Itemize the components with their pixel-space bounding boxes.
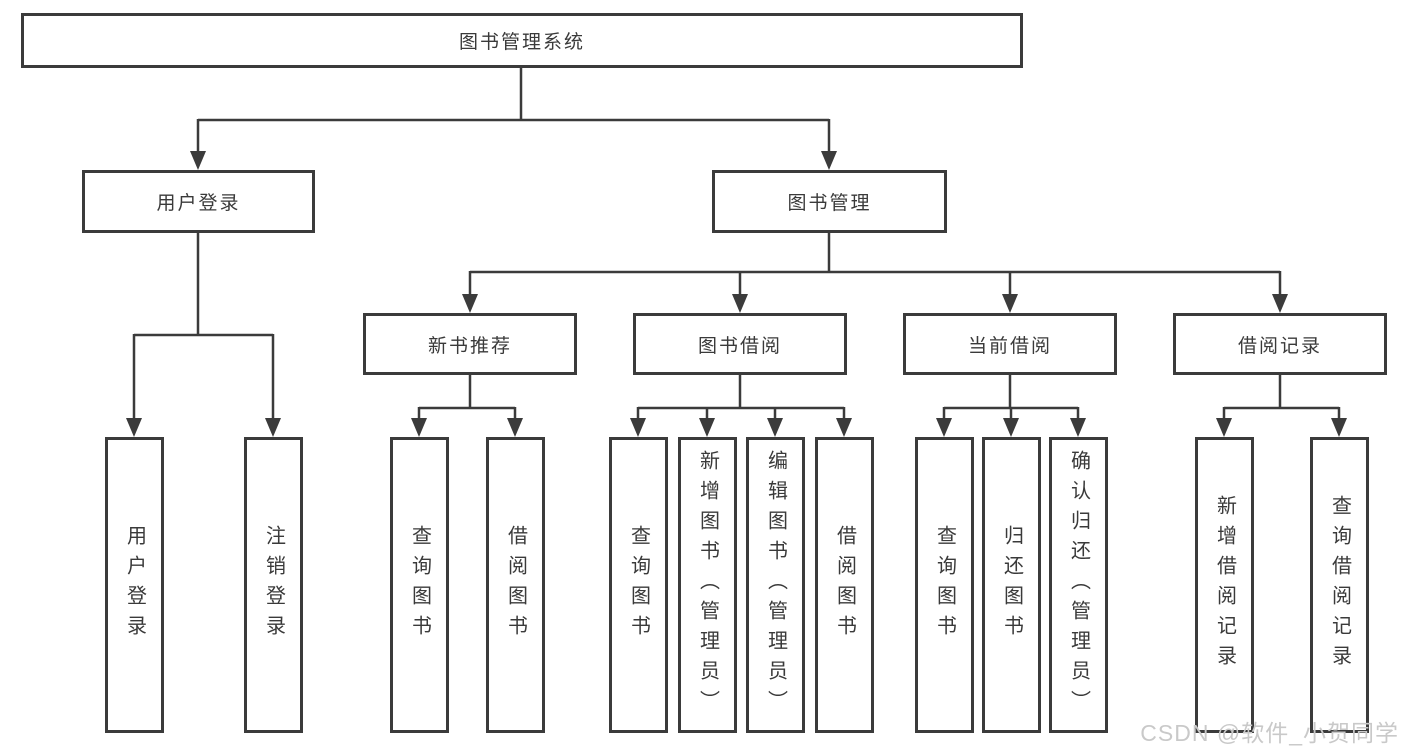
- leaf-query-borrow-record-label: 查询借阅记录: [1328, 495, 1351, 675]
- node-user-login-branch: 用户登录: [82, 170, 315, 233]
- leaf-query-books-current: 查询图书: [915, 437, 974, 733]
- node-library-system-label: 图书管理系统: [458, 32, 585, 53]
- leaf-query-books-borrowing: 查询图书: [609, 437, 668, 733]
- node-current-borrowing-label: 当前借阅: [967, 335, 1052, 357]
- leaf-borrow-books-recommend: 借阅图书: [486, 437, 545, 733]
- leaf-return-books-label: 归还图书: [1000, 525, 1023, 645]
- leaf-confirm-return-admin-label: 确认归还（管理员）: [1067, 450, 1090, 720]
- leaf-add-books-admin-label: 新增图书（管理员）: [696, 450, 719, 720]
- leaf-borrow-books-borrowing-label: 借阅图书: [833, 525, 856, 645]
- leaf-logout-label: 注销登录: [262, 525, 285, 645]
- node-library-system: 图书管理系统: [21, 13, 1023, 68]
- node-new-book-recommend: 新书推荐: [363, 313, 577, 375]
- node-book-management-label: 图书管理: [787, 193, 872, 214]
- leaf-user-login-label: 用户登录: [123, 525, 146, 645]
- leaf-user-login: 用户登录: [105, 437, 164, 733]
- leaf-edit-books-admin: 编辑图书（管理员）: [746, 437, 805, 733]
- leaf-return-books: 归还图书: [982, 437, 1041, 733]
- node-book-management: 图书管理: [712, 170, 947, 233]
- leaf-query-books-current-label: 查询图书: [933, 525, 956, 645]
- leaf-confirm-return-admin: 确认归还（管理员）: [1049, 437, 1108, 733]
- leaf-query-borrow-record: 查询借阅记录: [1310, 437, 1369, 733]
- leaf-borrow-books-borrowing: 借阅图书: [815, 437, 874, 733]
- node-current-borrowing: 当前借阅: [903, 313, 1117, 375]
- leaf-query-books-borrowing-label: 查询图书: [627, 525, 650, 645]
- node-user-login-branch-label: 用户登录: [156, 193, 241, 214]
- leaf-edit-books-admin-label: 编辑图书（管理员）: [764, 450, 787, 720]
- leaf-query-books-recommend-label: 查询图书: [408, 525, 431, 645]
- leaf-query-books-recommend: 查询图书: [390, 437, 449, 733]
- leaf-add-books-admin: 新增图书（管理员）: [678, 437, 737, 733]
- node-book-borrowing: 图书借阅: [633, 313, 847, 375]
- leaf-add-borrow-record-label: 新增借阅记录: [1213, 495, 1236, 675]
- node-book-borrowing-label: 图书借阅: [697, 335, 782, 357]
- leaf-logout: 注销登录: [244, 437, 303, 733]
- leaf-add-borrow-record: 新增借阅记录: [1195, 437, 1254, 733]
- node-borrowing-records: 借阅记录: [1173, 313, 1387, 375]
- csdn-watermark: CSDN @软件_小贺同学: [1140, 720, 1399, 746]
- node-borrowing-records-label: 借阅记录: [1237, 335, 1322, 357]
- leaf-borrow-books-recommend-label: 借阅图书: [504, 525, 527, 645]
- node-new-book-recommend-label: 新书推荐: [427, 335, 512, 357]
